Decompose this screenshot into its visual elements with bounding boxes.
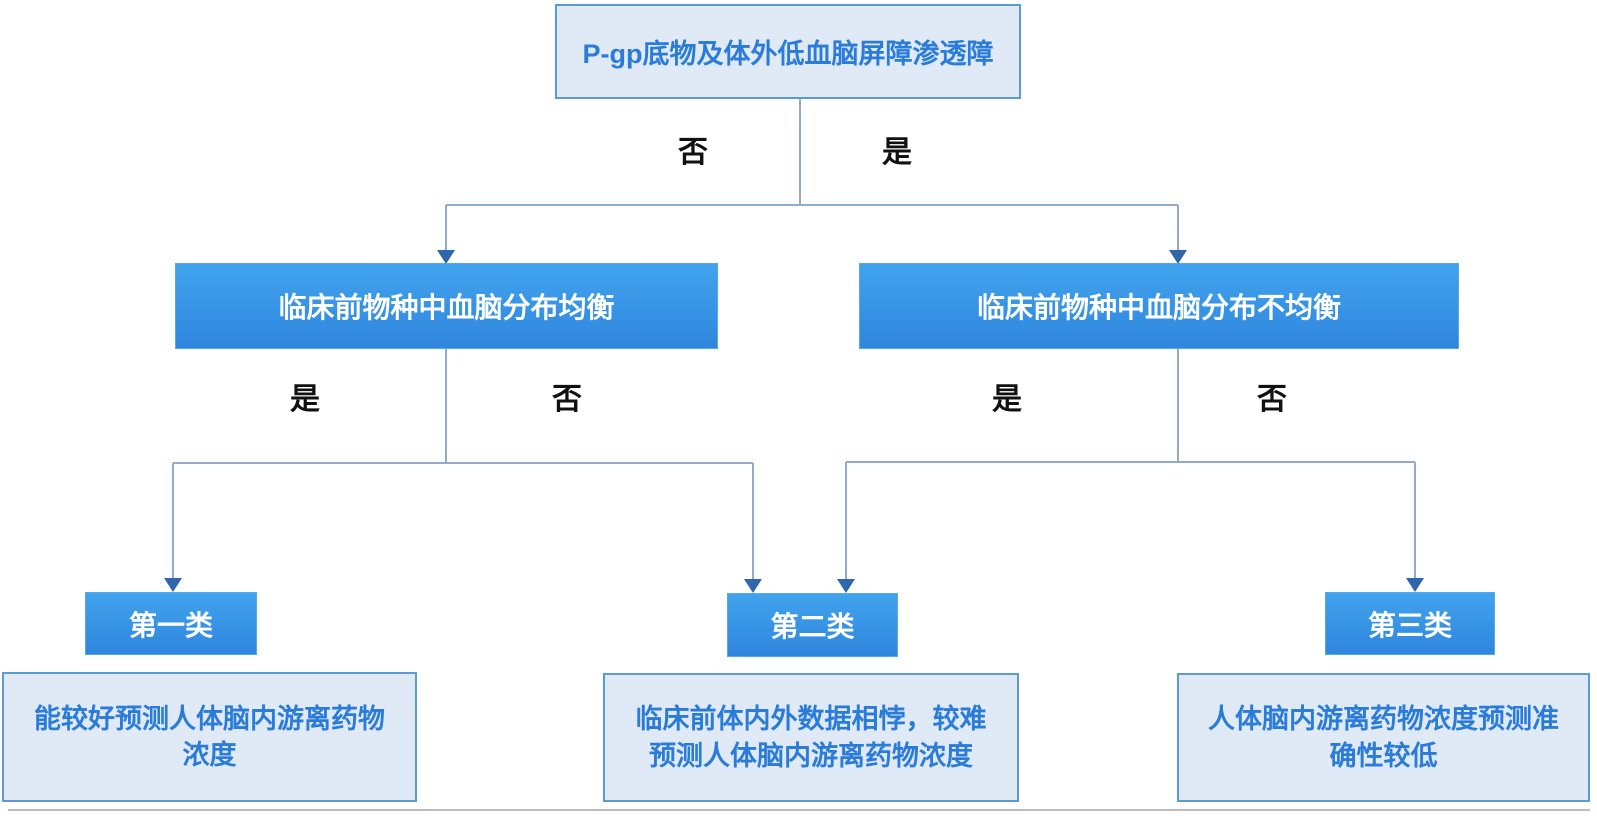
decision-right-label: 临床前物种中血脑分布不均衡 (976, 292, 1341, 323)
arrowhead-to-category-one (164, 578, 182, 592)
edge-label-root-yes: 是 (882, 136, 912, 169)
arrowhead-to-decision-right (1169, 250, 1187, 264)
edge-label-left-yes: 是 (290, 383, 320, 416)
category-one-box: 第一类 (85, 592, 257, 655)
outcome-two-label: 临床前体内外数据相悖，较难预测人体脑内游离药物浓度 (635, 704, 987, 771)
outcome-one-label: 能较好预测人体脑内游离药物浓度 (34, 703, 385, 770)
decision-left-box: 临床前物种中血脑分布均衡 (175, 263, 718, 349)
arrowhead-to-category-two-right (837, 579, 855, 593)
category-two-label: 第二类 (770, 611, 855, 642)
category-one-label: 第一类 (128, 609, 213, 641)
arrowhead-to-decision-left (437, 250, 455, 264)
edge-label-right-yes: 是 (992, 383, 1022, 416)
outcome-three-label: 人体脑内游离药物浓度预测准确性较低 (1208, 704, 1559, 771)
edge-label-left-no: 否 (552, 383, 582, 416)
bottom-border-line (8, 809, 1590, 811)
category-three-box: 第三类 (1325, 592, 1495, 655)
category-three-label: 第三类 (1367, 609, 1452, 641)
decision-right-box: 临床前物种中血脑分布不均衡 (859, 263, 1459, 349)
root-condition-box: P-gp底物及体外低血脑屏障渗透障 (555, 4, 1021, 99)
outcome-two-box: 临床前体内外数据相悖，较难预测人体脑内游离药物浓度 (603, 673, 1019, 802)
outcome-three-box: 人体脑内游离药物浓度预测准确性较低 (1177, 673, 1590, 802)
decision-left-label: 临床前物种中血脑分布均衡 (278, 292, 615, 323)
arrowhead-to-category-three (1406, 578, 1424, 592)
category-two-box: 第二类 (727, 593, 898, 657)
edge-label-right-no: 否 (1257, 383, 1287, 416)
arrowhead-to-category-two-left (744, 579, 762, 593)
root-condition-label: P-gp底物及体外低血脑屏障渗透障 (582, 39, 994, 69)
outcome-one-box: 能较好预测人体脑内游离药物浓度 (2, 672, 417, 802)
edge-label-root-no: 否 (678, 136, 708, 169)
